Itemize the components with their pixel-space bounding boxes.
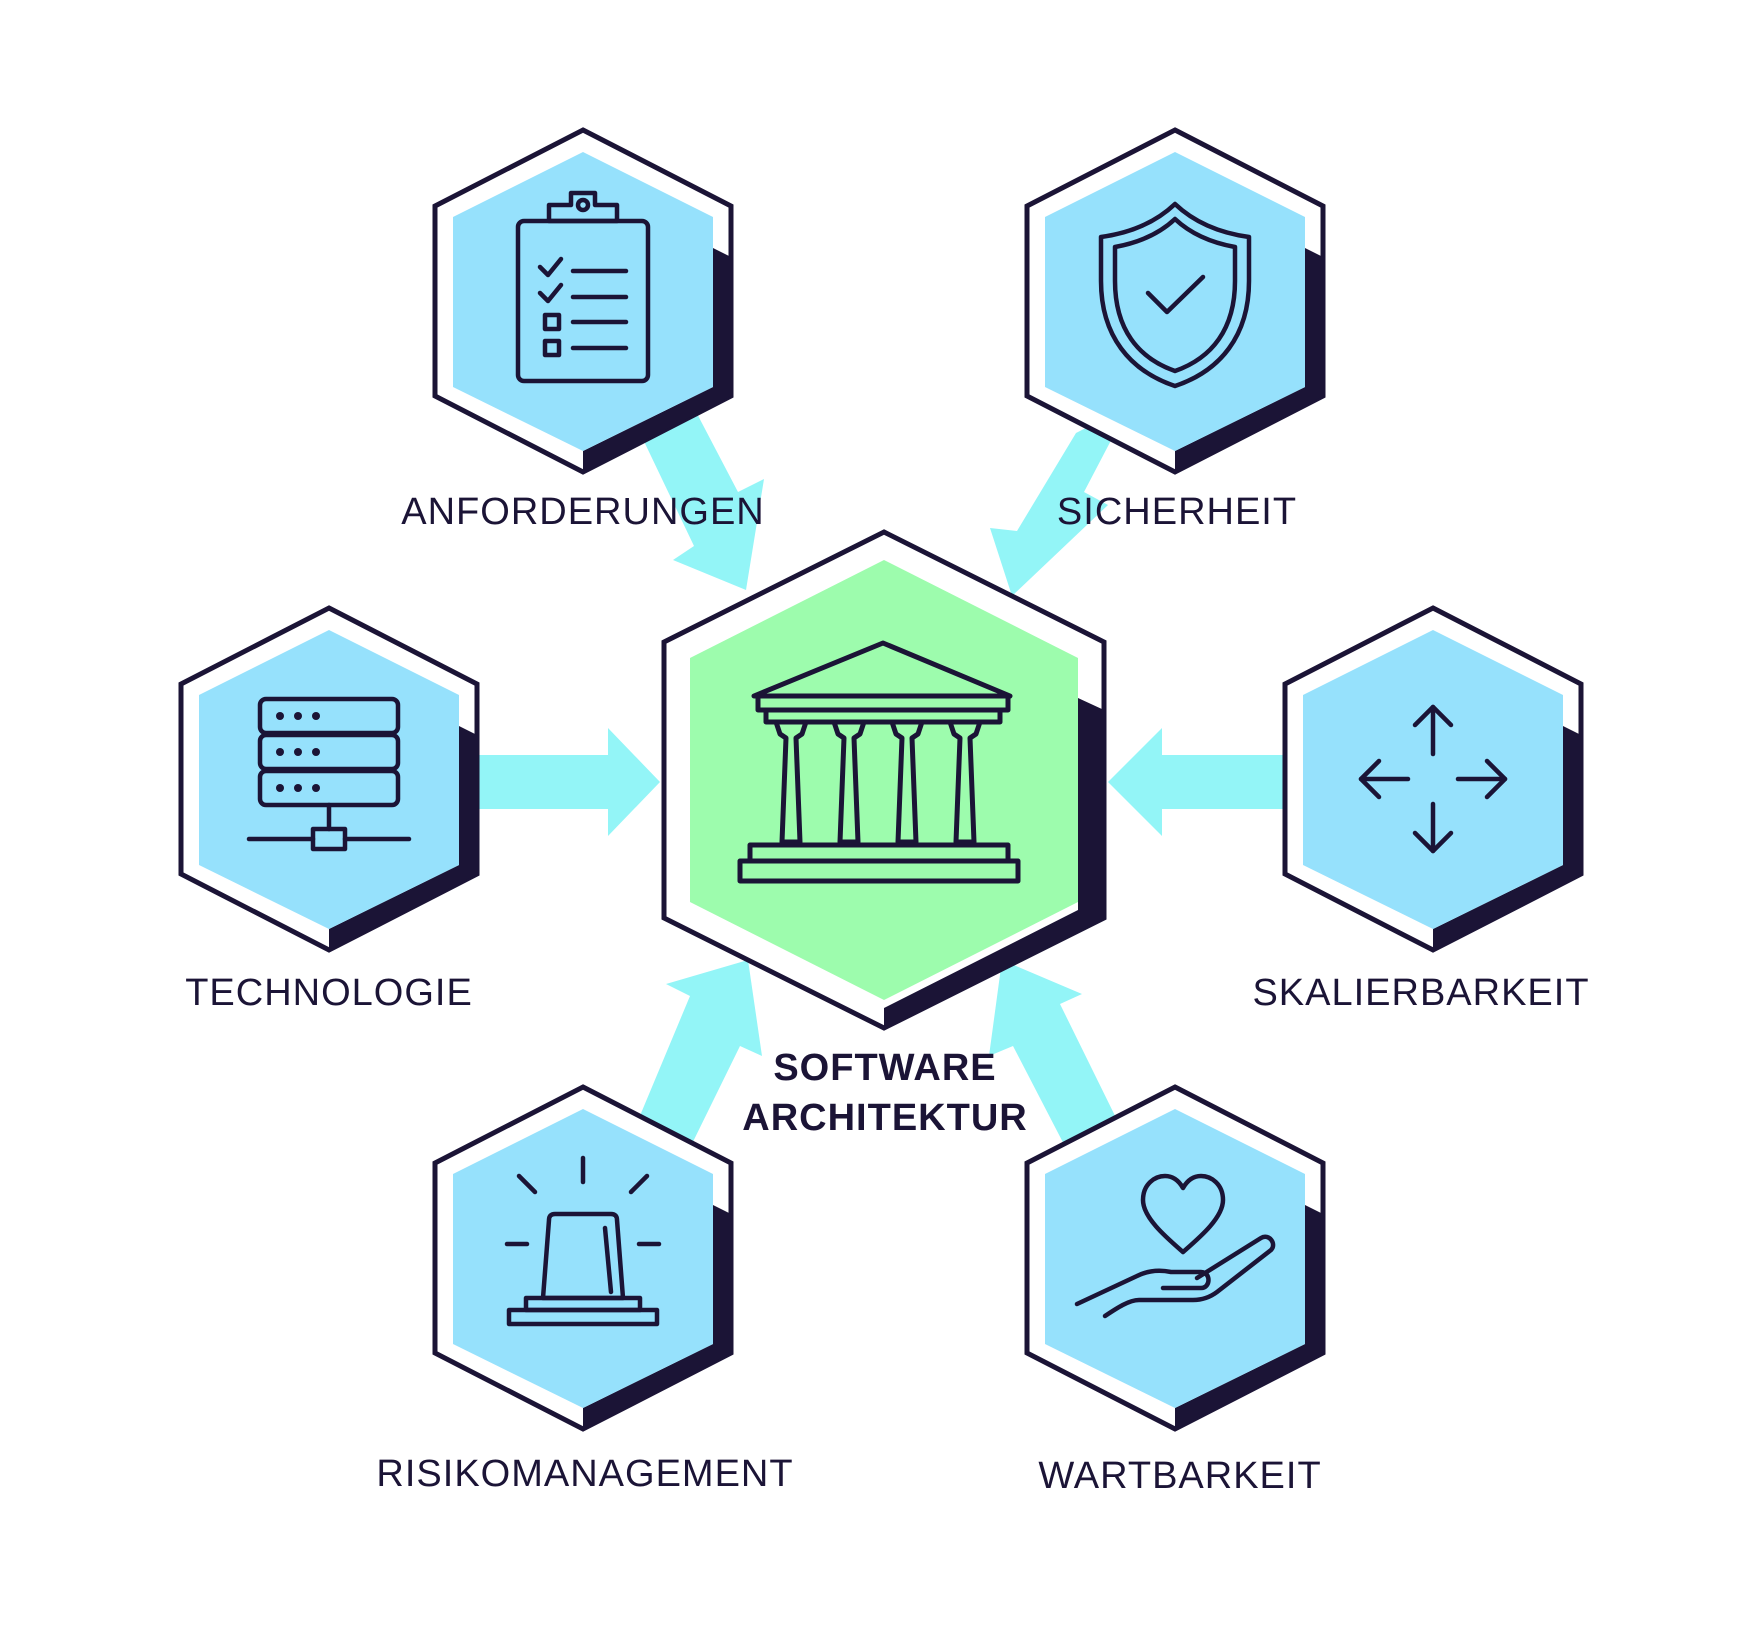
arrow-technologie <box>478 728 660 836</box>
arrow-sicherheit <box>990 406 1129 596</box>
heart-hand-icon <box>1074 1173 1276 1319</box>
center-hexagon <box>661 529 1107 1031</box>
arrow-anforderungen <box>640 406 764 590</box>
arrow-skalierbarkeit <box>1108 728 1287 836</box>
center-title-line2: ARCHITEKTUR <box>742 1097 1028 1139</box>
move-arrows-icon <box>1358 704 1508 854</box>
label-risikomanagement: RISIKOMANAGEMENT <box>376 1453 794 1495</box>
arrow-risikomanagement <box>634 960 762 1156</box>
node-sicherheit <box>1024 127 1326 475</box>
server-lights <box>276 712 320 792</box>
node-risikomanagement <box>432 1084 734 1432</box>
node-anforderungen <box>432 127 734 475</box>
arrow-wartbarkeit <box>989 960 1122 1156</box>
center-title: SOFTWARE ARCHITEKTUR <box>742 1043 1027 1143</box>
shield-check-icon <box>1098 201 1252 389</box>
label-wartbarkeit: WARTBARKEIT <box>1038 1455 1322 1497</box>
arrows <box>478 406 1287 1156</box>
label-skalierbarkeit: SKALIERBARKEIT <box>1252 972 1590 1014</box>
clipboard-checklist-icon <box>515 190 651 384</box>
label-technologie: TECHNOLOGIE <box>185 972 473 1014</box>
label-sicherheit: SICHERHEIT <box>1056 491 1298 533</box>
temple-icon <box>737 640 1021 884</box>
node-skalierbarkeit <box>1282 605 1584 953</box>
server-network-icon <box>246 696 412 852</box>
label-anforderungen: ANFORDERUNGEN <box>401 491 765 533</box>
node-wartbarkeit <box>1024 1084 1326 1432</box>
alarm-light-icon <box>504 1155 662 1327</box>
node-technologie <box>178 605 480 953</box>
center-title-line1: SOFTWARE <box>773 1047 997 1089</box>
